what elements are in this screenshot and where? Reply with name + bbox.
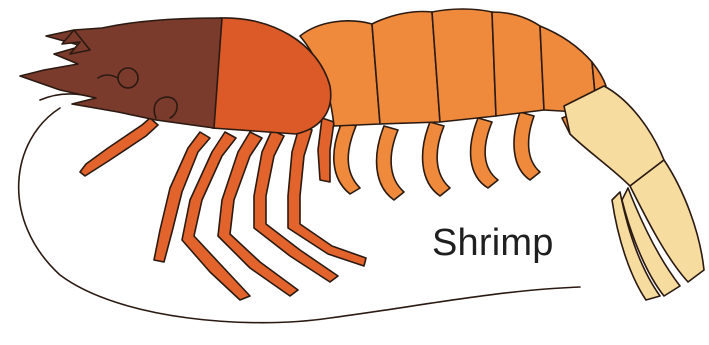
antennule <box>40 94 88 100</box>
swimmeret <box>334 122 360 194</box>
swimmeret <box>514 112 540 180</box>
abdomen-segment <box>372 12 440 125</box>
leg <box>80 118 158 176</box>
abdomen-segment <box>432 9 496 122</box>
swimmeret <box>423 122 450 196</box>
abdomen <box>300 9 606 134</box>
leg <box>318 118 334 182</box>
shrimp-label: Shrimp <box>432 222 554 265</box>
head <box>20 18 222 128</box>
tail-fan <box>564 86 704 300</box>
walking-legs <box>80 118 366 300</box>
swimmeret <box>377 126 404 200</box>
cephalothorax <box>20 18 331 134</box>
abdomen-segment <box>492 12 544 116</box>
swimmeret <box>471 118 498 188</box>
